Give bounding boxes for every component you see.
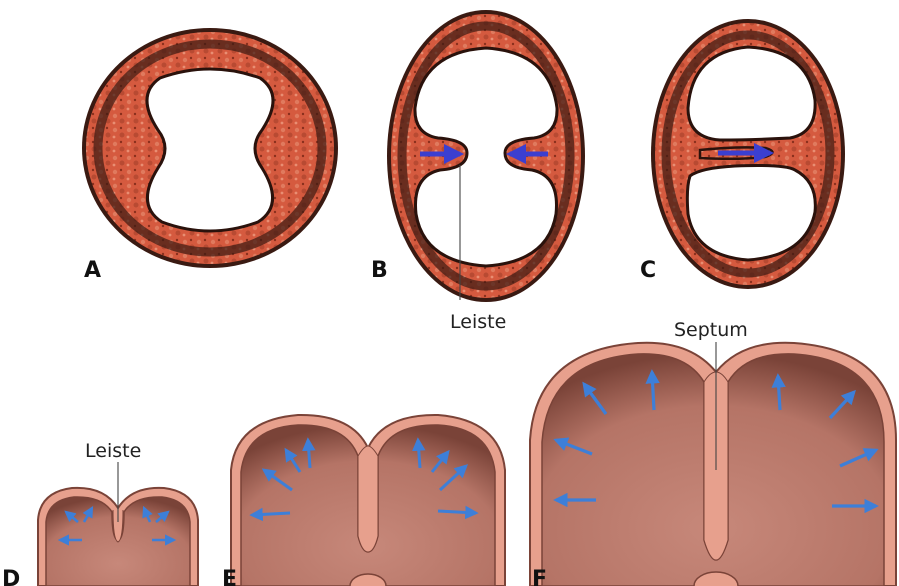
panel-b-letter: B (371, 258, 388, 283)
panel-b: B Leiste (371, 10, 585, 333)
panel-f-letter: F (532, 567, 547, 586)
panel-a-letter: A (84, 258, 101, 283)
panel-a-lumen (147, 69, 273, 231)
panel-e-letter: E (222, 567, 237, 586)
panel-a: A (82, 28, 338, 283)
panel-b-leiste-label: Leiste (450, 311, 506, 333)
panel-f-septum-label: Septum (674, 319, 748, 341)
panel-d-letter: D (2, 567, 20, 586)
panel-c-upper-lumen (688, 47, 815, 140)
panel-d-leiste-label: Leiste (85, 440, 141, 462)
panel-d: Leiste D (2, 440, 198, 586)
panel-c-letter: C (640, 258, 656, 283)
panel-c-lower-lumen (687, 166, 815, 261)
panel-e: E (222, 415, 505, 586)
panel-f: Septum F (530, 319, 896, 586)
panel-c: C (640, 19, 845, 289)
